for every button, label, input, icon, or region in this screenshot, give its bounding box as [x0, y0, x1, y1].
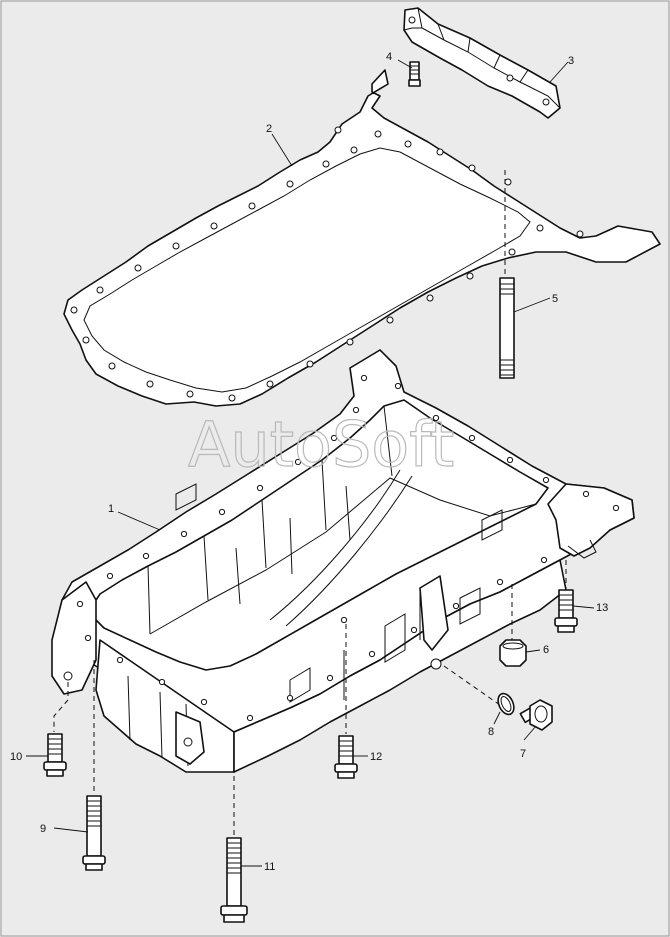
- bolt-long: [82, 660, 106, 871]
- bolt-long-front: [220, 776, 248, 923]
- callout-7: 7: [520, 748, 526, 760]
- callout-12: 12: [370, 751, 382, 763]
- drain-plug: [519, 699, 553, 731]
- bolt-short-left: [43, 682, 69, 777]
- callout-8: 8: [488, 726, 494, 738]
- baffle-bracket: [403, 7, 561, 119]
- bolt-center: [334, 624, 358, 779]
- callout-13: 13: [596, 602, 608, 614]
- watermark: AutoSoft: [188, 408, 454, 481]
- nut: [499, 584, 527, 667]
- leader-lines: [26, 59, 595, 867]
- callout-1: 1: [108, 503, 114, 515]
- callout-4: 4: [386, 51, 392, 63]
- callout-2: 2: [266, 123, 272, 135]
- oil-pan: [51, 349, 635, 773]
- callout-6: 6: [543, 644, 549, 656]
- seal-ring: [443, 665, 515, 716]
- callout-10: 10: [10, 751, 22, 763]
- callout-9: 9: [40, 823, 46, 835]
- bracket-screw: [408, 61, 421, 87]
- callout-11: 11: [264, 861, 275, 873]
- callout-5: 5: [552, 293, 558, 305]
- callout-3: 3: [568, 55, 574, 67]
- stud: [499, 277, 515, 379]
- bolt-right: [554, 560, 578, 633]
- gasket: [63, 69, 661, 407]
